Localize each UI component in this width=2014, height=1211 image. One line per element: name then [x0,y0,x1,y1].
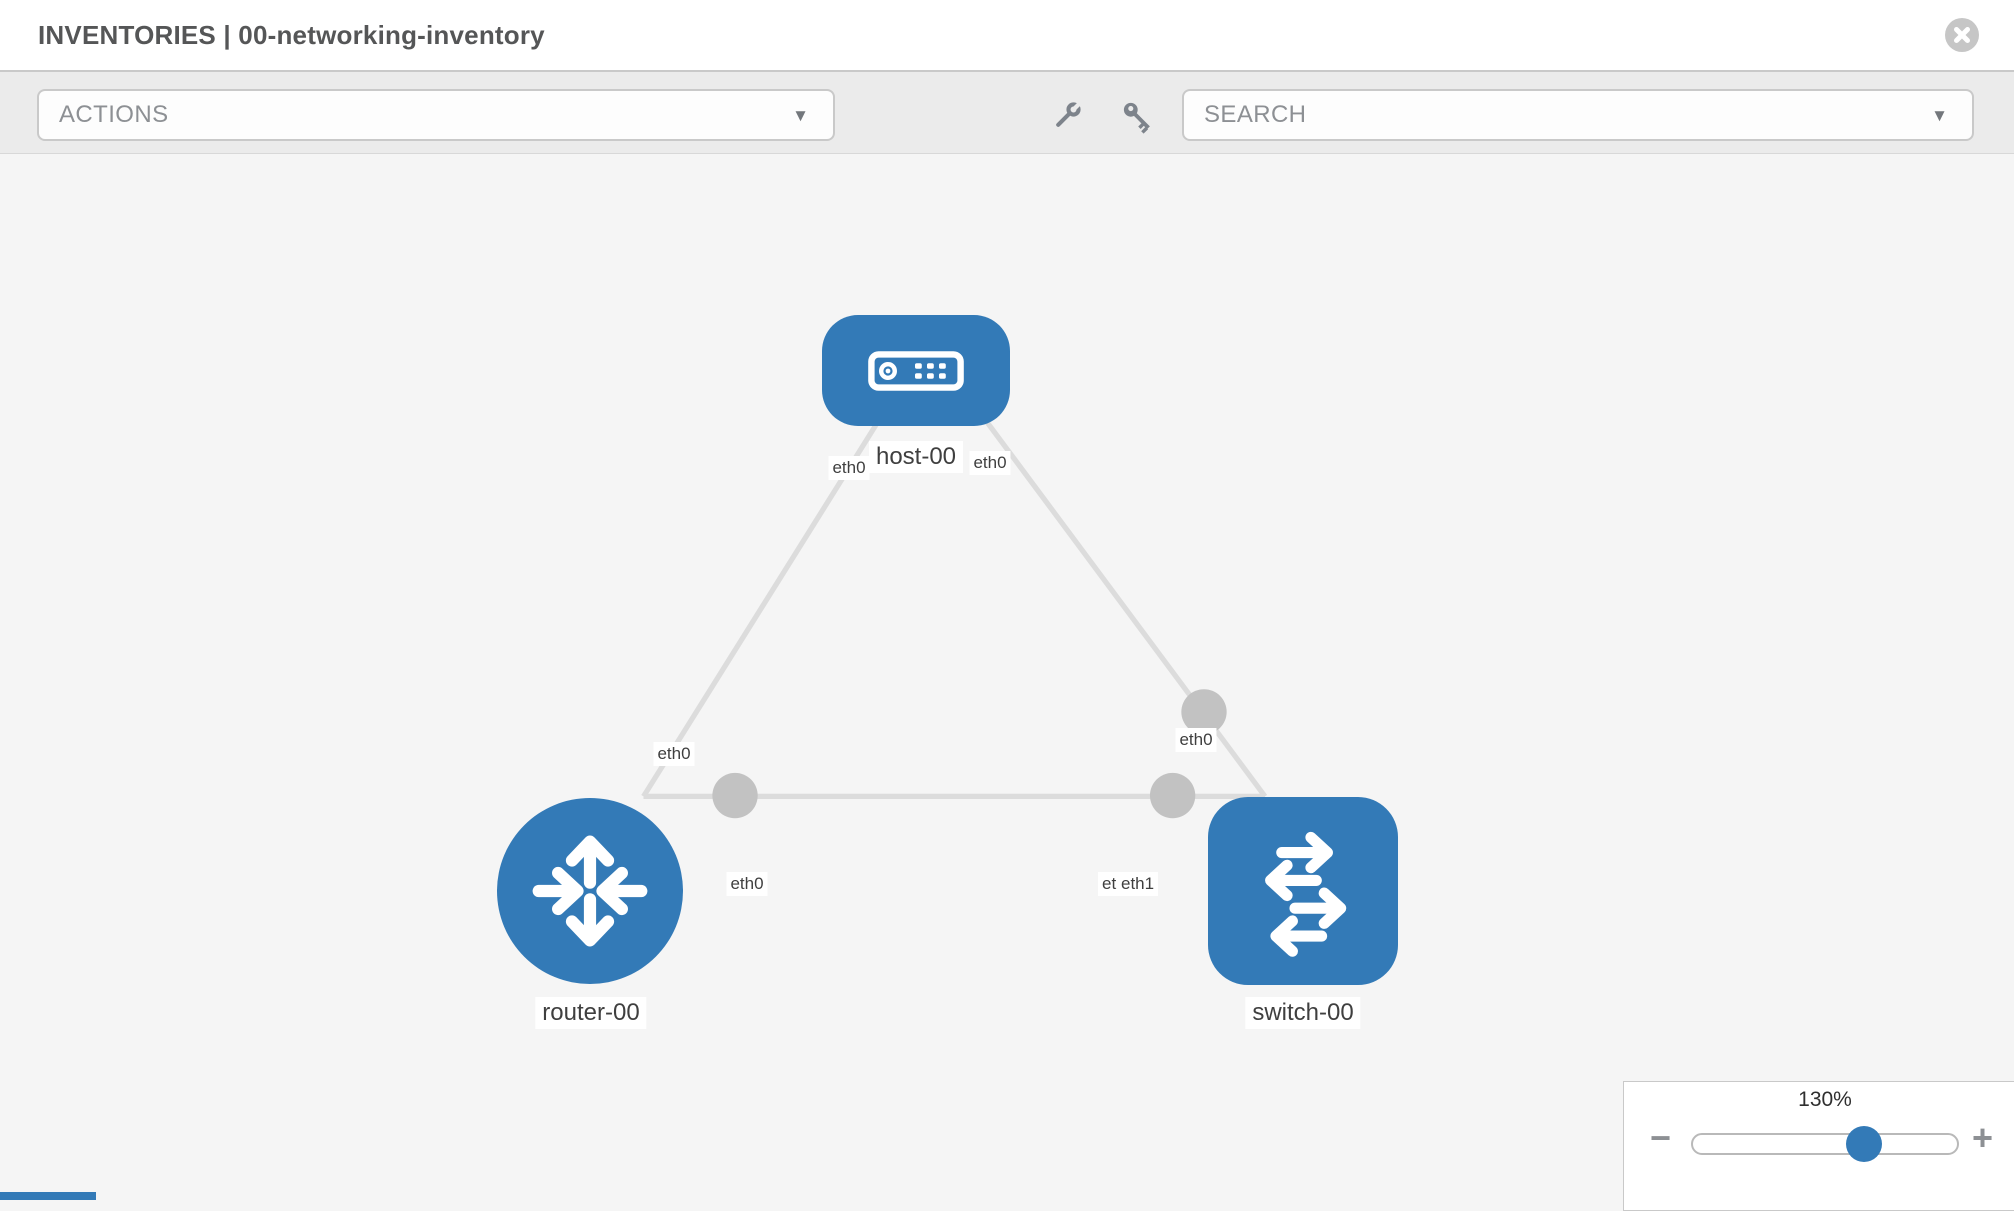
page-title: INVENTORIES | 00-networking-inventory [38,20,545,50]
zoom-in-button[interactable]: + [1972,1120,1993,1156]
plus-icon: + [1972,1117,1994,1158]
iface-label-switch-eth0-top: eth0 [1175,728,1217,752]
node-switch-00[interactable] [1208,797,1398,985]
search-dropdown[interactable]: SEARCH ▼ [1182,89,1974,141]
topology-edges [641,340,1268,819]
zoom-slider-track[interactable] [1691,1133,1959,1155]
iface-label-host-eth0-right: eth0 [969,451,1011,475]
minus-icon: − [1650,1117,1672,1158]
actions-dropdown[interactable]: ACTIONS ▼ [37,89,835,141]
iface-label-switch-eth1: eth1 [1117,872,1159,896]
endpoint-router-eth0 [712,772,758,819]
close-button[interactable] [1945,18,1979,52]
header-bar: INVENTORIES | 00-networking-inventory [0,0,2014,70]
router-arrows-icon [532,835,648,947]
chevron-down-icon: ▼ [792,105,809,125]
topology-canvas[interactable]: host-00 router-00 switch-00 eth0 eth0 et… [0,154,2014,1200]
zoom-percentage: 130% [1798,1088,1852,1111]
zoom-slider-thumb[interactable] [1846,1126,1882,1162]
server-icon [868,350,964,391]
endpoint-switch-eth0 [1181,689,1227,735]
node-host-00[interactable] [822,315,1010,426]
configure-button[interactable] [1050,99,1084,138]
bottom-left-blue-fragment [0,1192,96,1200]
iface-label-router-eth0-top: eth0 [653,742,695,766]
switch-arrows-icon [1265,831,1347,957]
search-dropdown-label: SEARCH [1204,101,1307,128]
close-icon [1954,27,1970,43]
endpoint-switch-eth1 [1149,772,1196,819]
key-icon [1123,102,1150,134]
zoom-out-button[interactable]: − [1650,1120,1671,1156]
node-router-00[interactable] [497,798,683,984]
chevron-down-icon: ▼ [1931,105,1948,125]
actions-dropdown-label: ACTIONS [59,101,169,128]
node-label-host: host-00 [868,441,964,473]
iface-label-router-eth0-right: eth0 [726,872,768,896]
iface-label-host-eth0-left: eth0 [828,456,870,480]
toolbar: ACTIONS ▼ SEARCH ▼ [0,70,2014,154]
node-label-switch: switch-00 [1245,997,1361,1029]
credentials-button[interactable] [1120,99,1156,140]
wrench-icon [1056,102,1081,127]
zoom-control-panel: 130% − + [1623,1081,2014,1211]
node-label-router: router-00 [535,997,647,1029]
